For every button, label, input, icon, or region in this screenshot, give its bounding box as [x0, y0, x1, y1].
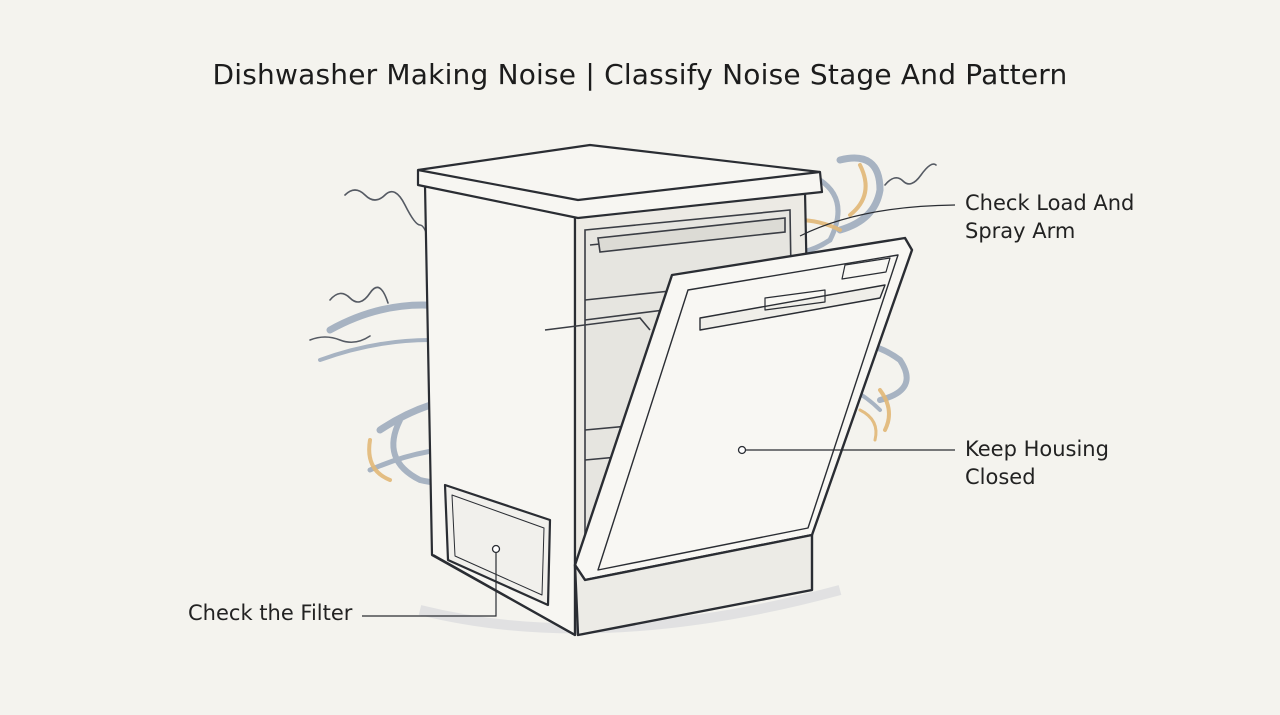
noise-swirl	[309, 163, 937, 344]
callout-dot	[491, 445, 747, 554]
callout-line: Check the Filter	[188, 601, 353, 625]
callout-check-load-spray-arm: Check Load And Spray Arm	[965, 189, 1134, 245]
callout-lines	[362, 204, 956, 617]
dishwasher-door	[573, 236, 914, 637]
callout-check-filter: Check the Filter	[188, 599, 352, 627]
callout-line: Spray Arm	[965, 219, 1076, 243]
page-title: Dishwasher Making Noise | Classify Noise…	[212, 58, 1068, 91]
callout-line: Check Load And	[965, 191, 1135, 215]
callout-keep-housing-closed: Keep Housing Closed	[965, 435, 1109, 491]
callout-line: Keep Housing	[965, 437, 1109, 461]
callout-line: Closed	[965, 465, 1036, 489]
